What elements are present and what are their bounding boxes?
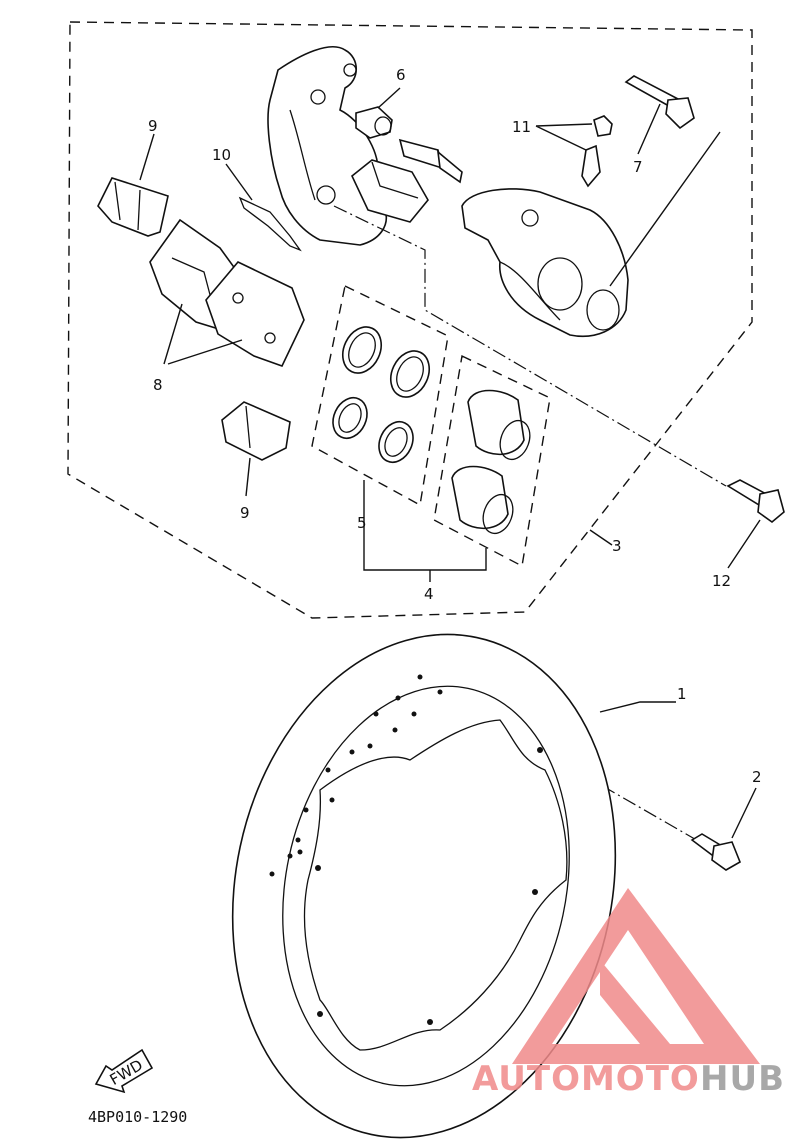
fwd-arrow: FWD [94,1048,154,1094]
piston-group [433,354,551,568]
label-4: 4 [424,585,434,603]
label-6: 6 [396,66,406,84]
caliper-bracket [267,45,387,246]
watermark-triangle [512,888,760,1064]
mounting-bolt-part-12 [726,479,785,524]
leader-10 [225,163,253,201]
label-9-lower: 9 [240,504,250,522]
leader-3 [589,529,613,546]
caliper-body [461,188,629,337]
brake-pad-right [205,261,305,367]
leader-9-lower [245,457,251,497]
disc-bolt-part-2 [690,833,742,871]
leader-11 [535,123,593,151]
label-10: 10 [212,146,231,164]
pin-bolt-part-7 [624,75,695,130]
leader-2 [731,787,757,839]
leader-9-upper [139,133,155,181]
label-11: 11 [512,118,531,136]
diagram-code: 4BP010-1290 [88,1108,187,1126]
label-1: 1 [677,685,687,703]
label-5: 5 [357,514,367,532]
label-2: 2 [752,768,762,786]
label-9-upper: 9 [148,117,158,135]
pad-shim-upper [97,177,169,237]
pad-shim-lower [221,401,291,461]
leader-12 [727,519,761,569]
guide-pin [398,138,463,184]
watermark-text-primary: AUTOMOTO [472,1059,700,1099]
leader-7 [609,103,721,287]
automotohub-watermark-logo: AUTOMOTO HUB [472,888,785,1099]
leader-6 [377,87,401,109]
leader-8 [163,303,243,365]
disc-holes [269,674,543,1025]
seal-kit-group-part-5 [311,284,449,507]
bushing-part-6 [355,106,393,139]
label-3: 3 [612,537,622,555]
watermark-text-secondary: HUB [700,1059,785,1099]
bolt-12-centerline [333,205,727,487]
label-12: 12 [712,572,731,590]
pad-spring-part-10 [238,196,302,252]
leader-1 [599,701,676,713]
label-7: 7 [633,158,643,176]
bleed-screw-part-11 [581,115,613,188]
label-8: 8 [153,376,163,394]
leader-4 [363,480,487,582]
pad-support-block [351,159,429,223]
caliper-assembly-boundary [67,21,753,619]
